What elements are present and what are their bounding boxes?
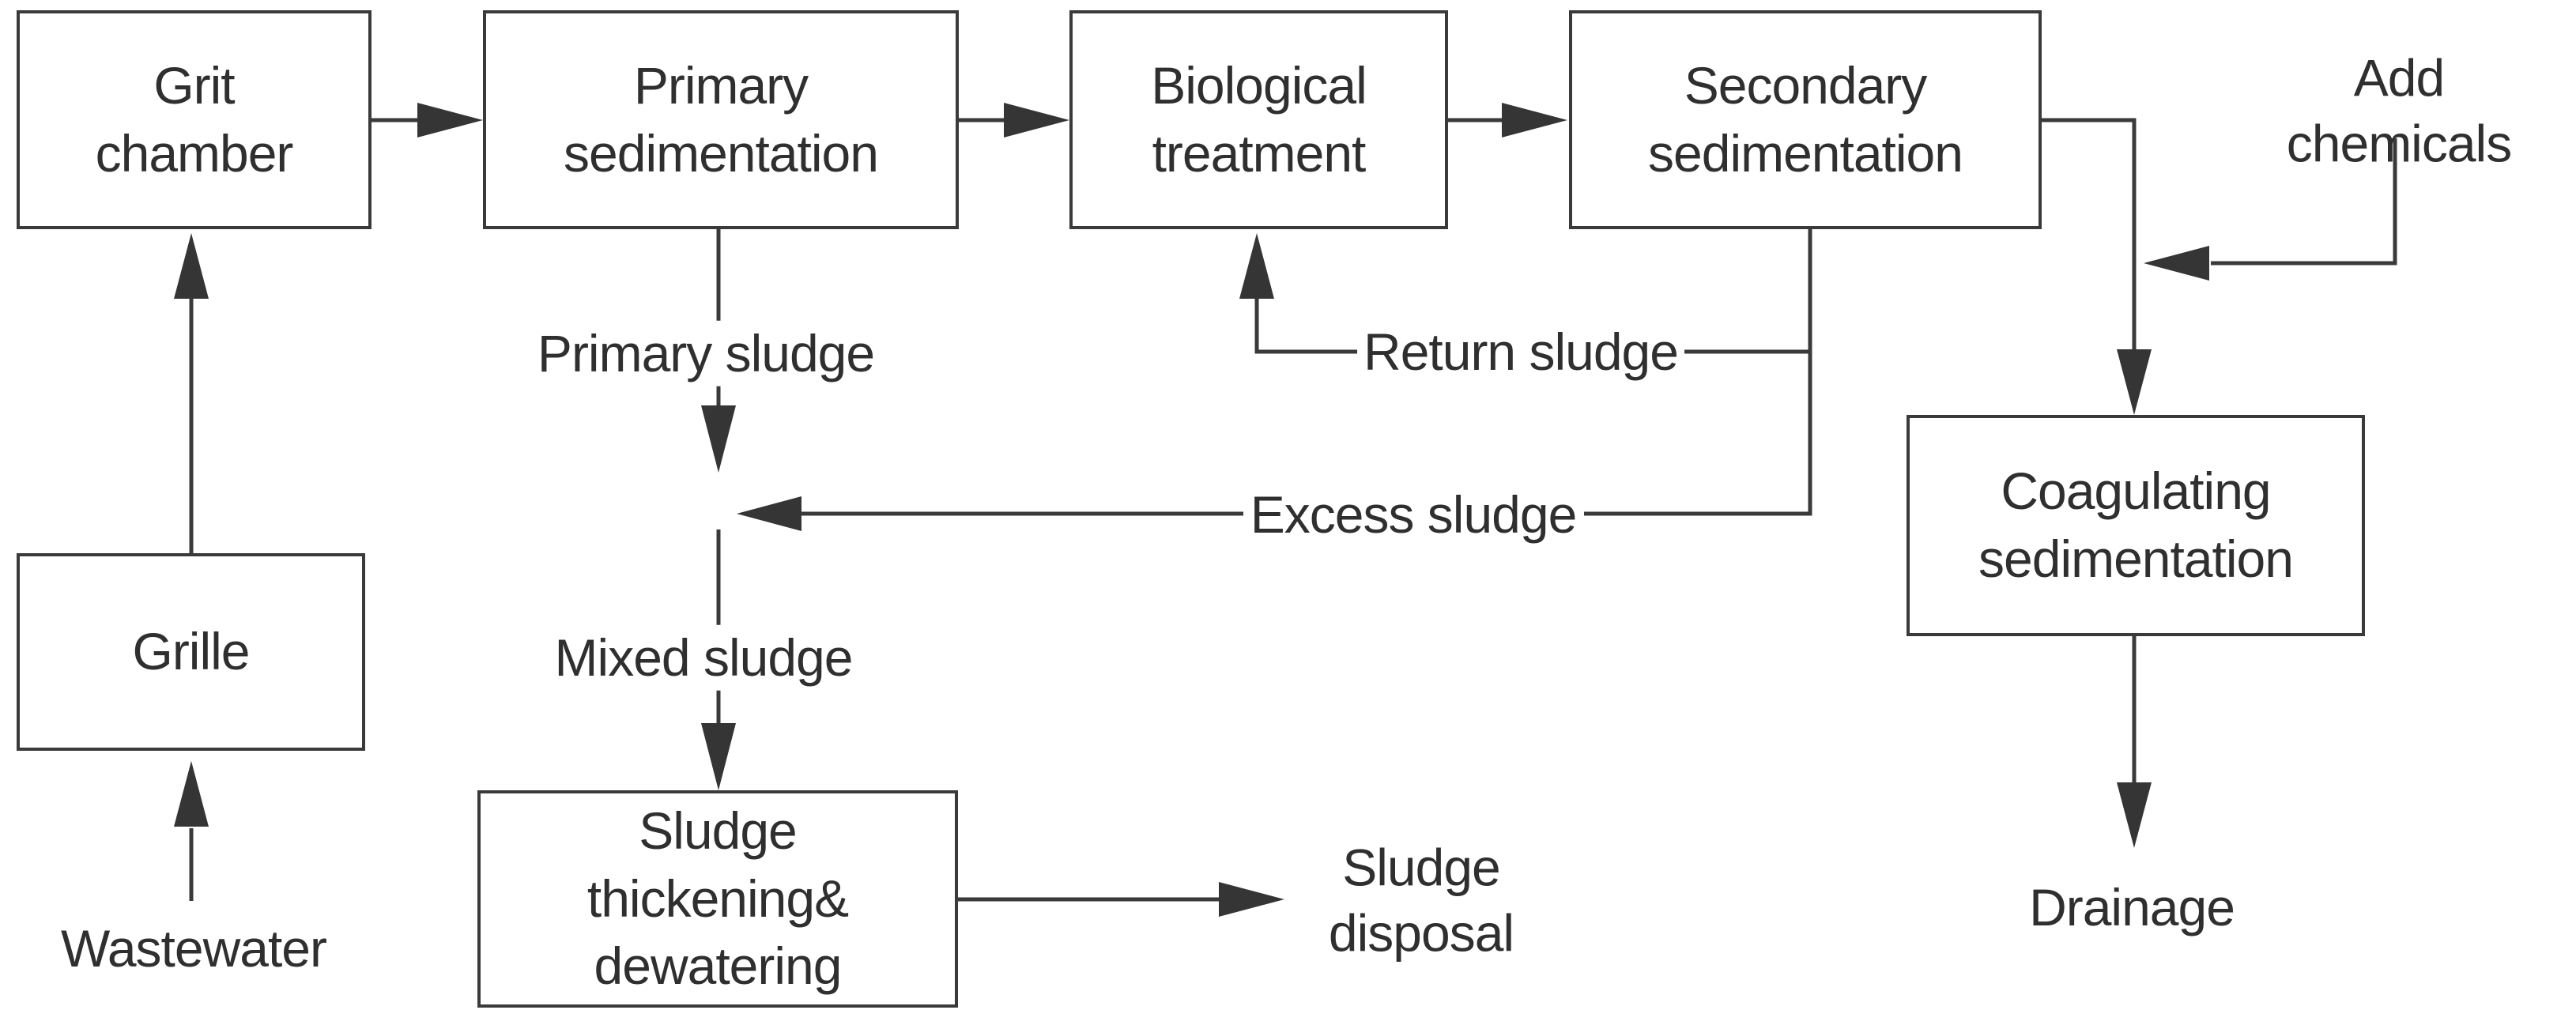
node-grit-chamber: Grit chamber: [17, 10, 372, 229]
arrowhead-into-biological: [1004, 103, 1069, 138]
node-biological-treatment: Biological treatment: [1069, 10, 1448, 229]
arrowhead-into-secondary: [1502, 103, 1567, 138]
arrowhead-disposal-right: [1219, 882, 1284, 917]
arrowhead-into-thickening: [701, 723, 736, 790]
node-coagulating-sedimentation: Coagulating sedimentation: [1907, 415, 2365, 636]
label-add-chemicals: Add chemicals: [2286, 48, 2512, 173]
edge-add-chemicals: [2211, 138, 2397, 266]
label-excess-sludge: Excess sludge: [1243, 481, 1583, 548]
edge-excess-sludge-right: [1584, 229, 1812, 516]
edge-secondary-to-coagulating: [2042, 118, 2137, 349]
arrowhead-add-chemicals-left: [2144, 246, 2209, 281]
node-grille-label: Grille: [132, 622, 250, 681]
node-secondary-sedimentation-label: Secondary sedimentation: [1648, 55, 1963, 183]
arrowhead-drainage-down: [2117, 782, 2152, 848]
arrowhead-primary-sludge-down: [701, 405, 736, 473]
label-wastewater: Wastewater: [61, 918, 327, 978]
label-sludge-disposal: Sludge disposal: [1328, 838, 1514, 963]
node-secondary-sedimentation: Secondary sedimentation: [1569, 10, 2042, 229]
node-primary-sedimentation-label: Primary sedimentation: [564, 55, 879, 183]
node-grit-chamber-label: Grit chamber: [95, 55, 294, 183]
arrowhead-excess-sludge-left: [737, 496, 801, 531]
arrowhead-into-grille: [174, 761, 209, 827]
arrowhead-into-primary: [417, 103, 483, 138]
node-sludge-thickening: Sludge thickening& dewatering: [477, 790, 958, 1008]
node-biological-treatment-label: Biological treatment: [1151, 55, 1367, 183]
node-primary-sedimentation: Primary sedimentation: [483, 10, 959, 229]
node-sludge-thickening-label: Sludge thickening& dewatering: [586, 801, 849, 996]
label-mixed-sludge: Mixed sludge: [548, 624, 859, 691]
arrowhead-return-sludge-up: [1239, 233, 1274, 299]
node-coagulating-sedimentation-label: Coagulating sedimentation: [1978, 462, 2294, 588]
edge-return-sludge-left: [1254, 299, 1365, 354]
label-return-sludge: Return sludge: [1357, 318, 1684, 385]
label-primary-sludge: Primary sludge: [530, 320, 881, 386]
arrowhead-into-coagulating: [2117, 349, 2152, 415]
node-grille: Grille: [17, 553, 365, 751]
label-drainage: Drainage: [2029, 877, 2235, 936]
arrowhead-into-grit: [174, 233, 209, 299]
